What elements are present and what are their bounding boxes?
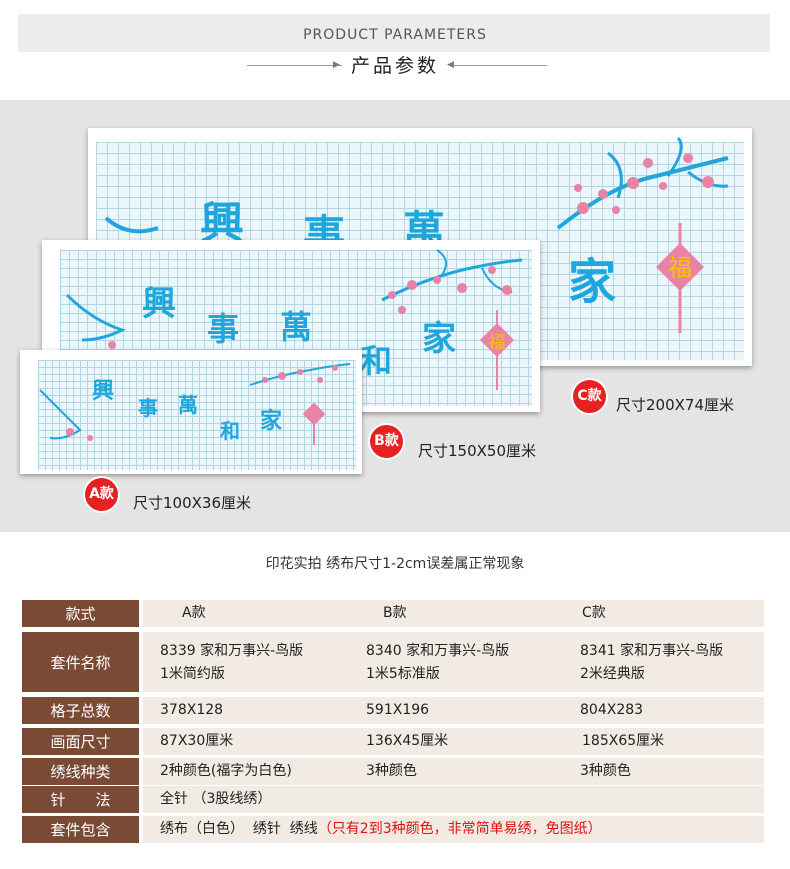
table-row: 套件名称 8339 家和万事兴-鸟版 1米简约版 8340 家和万事兴-鸟版 1… <box>22 632 764 692</box>
row-label: 针 法 <box>22 786 139 813</box>
table-cell: 3种颜色 <box>366 763 417 779</box>
table-cell: 87X30厘米 <box>160 733 234 749</box>
table-cell: 2种颜色(福字为白色) <box>160 763 292 779</box>
table-cell: 2米经典版 <box>580 666 645 682</box>
table-cell: 1米简约版 <box>160 666 225 682</box>
table-cell: B款 <box>383 605 407 621</box>
table-cell: 8339 家和万事兴-鸟版 <box>160 643 304 659</box>
svg-text:家: 家 <box>422 319 456 359</box>
table-cell: 1米5标准版 <box>366 666 440 682</box>
header-divider-left <box>247 65 342 66</box>
fu-character: 福 <box>668 254 692 282</box>
header-divider-right <box>452 65 547 66</box>
header-banner <box>18 14 770 52</box>
badge-c: C款 <box>573 380 606 413</box>
product-image-a: 興 事 萬 和 家 <box>20 350 362 474</box>
svg-text:興: 興 <box>142 284 176 324</box>
highlight-note: （只有2到3种颜色，非常简单易绣，免图纸） <box>317 821 602 837</box>
row-label: 款式 <box>22 600 139 627</box>
print-note: 印花实拍 绣布尺寸1-2cm误差属正常现象 <box>265 556 525 572</box>
table-cell: 绣布（白色） 绣针 绣线（只有2到3种颜色，非常简单易绣，免图纸） <box>160 821 602 837</box>
table-row: 套件包含 绣布（白色） 绣针 绣线（只有2到3种颜色，非常简单易绣，免图纸） <box>22 816 764 843</box>
product-showcase: 福 興 事 萬 家 福 興 事 萬 和 家 <box>0 100 790 532</box>
table-cell: A款 <box>182 605 206 621</box>
blossom-branch: 福 興 事 萬 家 <box>104 136 729 333</box>
table-cell: 136X45厘米 <box>366 733 449 749</box>
svg-text:和: 和 <box>220 419 240 443</box>
blossom-branch: 興 事 萬 和 家 <box>39 363 351 445</box>
row-label: 套件包含 <box>22 816 139 843</box>
table-cell: 8340 家和万事兴-鸟版 <box>366 643 510 659</box>
table-row: 格子总数 378X128 591X196 804X283 <box>22 697 764 724</box>
svg-text:事: 事 <box>207 310 239 348</box>
table-row: 画面尺寸 87X30厘米 136X45厘米 185X65厘米 <box>22 728 764 755</box>
row-label: 格子总数 <box>22 697 139 724</box>
table-cell: 378X128 <box>160 702 224 718</box>
table-cell: C款 <box>582 605 606 621</box>
table-cell: 185X65厘米 <box>582 733 665 749</box>
size-c: 尺寸200X74厘米 <box>616 396 734 414</box>
svg-text:福: 福 <box>489 333 506 353</box>
svg-text:和: 和 <box>360 342 392 380</box>
row-label: 画面尺寸 <box>22 728 139 755</box>
table-cell: 591X196 <box>366 702 430 718</box>
table-row: 针 法 全针 （3股线绣） <box>22 786 764 813</box>
svg-text:家: 家 <box>568 254 616 310</box>
table-cell: 全针 （3股线绣） <box>160 791 272 807</box>
row-label: 套件名称 <box>22 632 139 692</box>
badge-a: A款 <box>85 478 118 511</box>
svg-text:興: 興 <box>92 378 114 404</box>
svg-text:事: 事 <box>138 396 158 420</box>
blossom-branch: 福 興 事 萬 和 家 <box>65 249 523 390</box>
badge-b: B款 <box>370 425 403 458</box>
arrow-right-icon: ▶ <box>333 60 340 70</box>
table-cell: 3种颜色 <box>580 763 631 779</box>
header-title-cn: 产品参数 <box>350 55 439 77</box>
svg-text:萬: 萬 <box>178 393 198 417</box>
row-label: 绣线种类 <box>22 758 139 785</box>
table-row: 绣线种类 2种颜色(福字为白色) 3种颜色 3种颜色 <box>22 758 764 785</box>
table-cell: 804X283 <box>580 702 644 718</box>
size-a: 尺寸100X36厘米 <box>133 494 251 512</box>
arrow-left-icon: ◀ <box>447 60 454 70</box>
table-row: 款式 A款 B款 C款 <box>22 600 764 627</box>
size-b: 尺寸150X50厘米 <box>418 442 536 460</box>
cross-stitch-grid <box>38 360 356 470</box>
header-title-en: PRODUCT PARAMETERS <box>303 27 487 43</box>
svg-text:家: 家 <box>260 408 283 434</box>
table-cell: 8341 家和万事兴-鸟版 <box>580 643 724 659</box>
svg-text:萬: 萬 <box>280 308 312 346</box>
